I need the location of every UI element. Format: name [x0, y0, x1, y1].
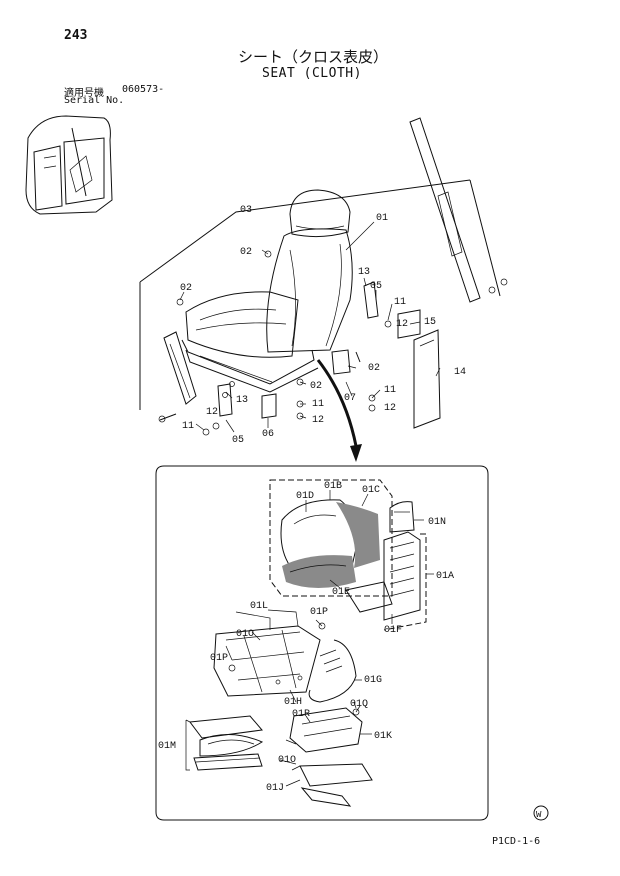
callout-01O-bottom: 01O — [278, 755, 296, 766]
serial-label-english: Serial No. — [64, 95, 125, 106]
callout-12-right: 12 — [384, 403, 396, 414]
callout-01F: 01F — [384, 625, 402, 636]
callout-01Q: 01Q — [350, 699, 368, 710]
callout-13-right: 13 — [358, 267, 370, 278]
fasteners — [158, 250, 508, 436]
callout-02-right: 02 — [368, 363, 380, 374]
plate-15 — [397, 309, 421, 339]
svg-text:W: W — [536, 810, 542, 820]
detail-arrow — [316, 359, 362, 462]
page-code: P1CD-1-6 — [492, 836, 541, 847]
callout-12-left: 12 — [206, 407, 218, 418]
serial-number-value: 060573- — [122, 84, 165, 95]
callout-01M: 01M — [158, 741, 176, 752]
callout-11-center: 11 — [312, 399, 324, 410]
page-number: 243 — [64, 28, 88, 43]
leader-lines — [179, 221, 441, 433]
callout-01G: 01G — [364, 675, 382, 686]
callout-14: 14 — [454, 367, 466, 378]
seat-assembly — [163, 189, 353, 405]
callout-01K: 01K — [374, 731, 392, 742]
callout-01B: 01B — [324, 481, 342, 492]
callout-11-right: 11 — [384, 385, 396, 396]
w-mark-icon: W — [533, 805, 549, 821]
callout-01C: 01C — [362, 485, 380, 496]
callout-02-center: 02 — [310, 381, 322, 392]
seat-belt-14 — [409, 117, 481, 429]
callout-05-right: 05 — [370, 281, 382, 292]
callout-01P-left: 01P — [210, 653, 228, 664]
callout-01L: 01L — [250, 601, 268, 612]
callout-labels: 03 01 02 02 13 05 11 15 12 14 02 07 11 1… — [158, 205, 466, 794]
callout-07: 07 — [344, 393, 356, 404]
serial-label-japanese: 適用号機 — [64, 88, 104, 99]
callout-01D: 01D — [296, 491, 314, 502]
callout-12-right-top: 12 — [396, 319, 408, 330]
callout-01J: 01J — [266, 783, 284, 794]
page-title-english: SEAT (CLOTH) — [262, 66, 362, 81]
assembly-bracket-03 — [139, 179, 501, 410]
callout-12-center: 12 — [312, 415, 324, 426]
cab-location-thumbnail — [25, 115, 113, 215]
detail-panel-01 — [155, 465, 489, 821]
callout-01E: 01E — [332, 587, 350, 598]
callout-06: 06 — [262, 429, 274, 440]
callout-13-left: 13 — [236, 395, 248, 406]
callout-01R: 01R — [292, 709, 310, 720]
callout-11-left: 11 — [182, 421, 194, 432]
callout-02-top: 02 — [240, 247, 252, 258]
callout-01P-right: 01P — [310, 607, 328, 618]
callout-01O-top: 01O — [236, 629, 254, 640]
callout-01A: 01A — [436, 571, 454, 582]
page-title-japanese: シート（クロス表皮） — [238, 48, 389, 66]
callout-15: 15 — [424, 317, 436, 328]
callout-03: 03 — [240, 205, 252, 216]
callout-02-left: 02 — [180, 283, 192, 294]
callout-01H: 01H — [284, 697, 302, 708]
callout-11-right-top: 11 — [394, 297, 406, 308]
callout-01N: 01N — [428, 517, 446, 528]
callout-05-left: 05 — [232, 435, 244, 446]
callout-01: 01 — [376, 213, 388, 224]
